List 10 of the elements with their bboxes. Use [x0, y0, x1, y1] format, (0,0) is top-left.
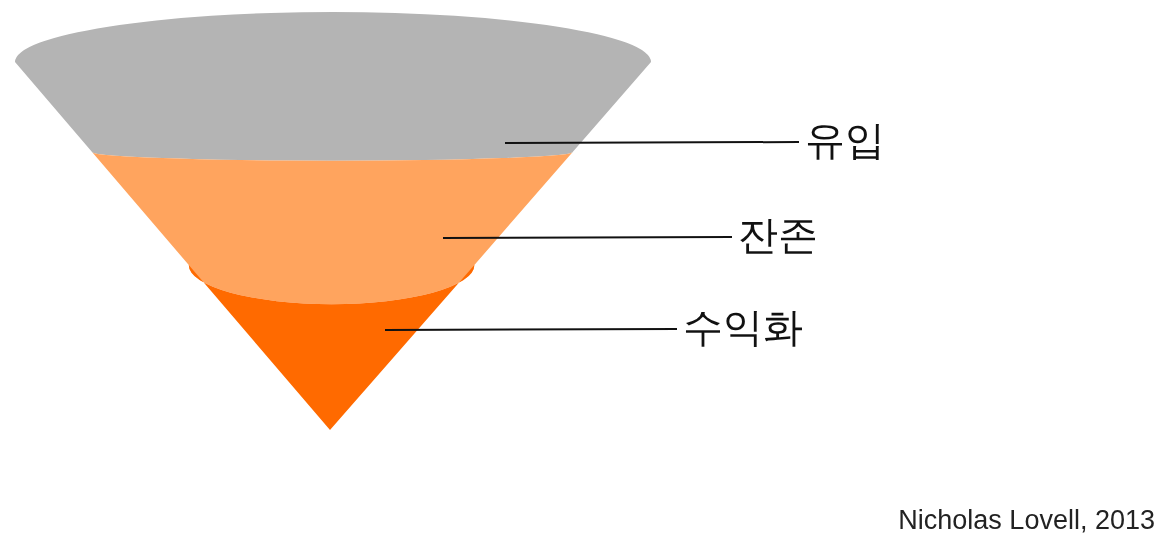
stage-label: 유입: [805, 120, 885, 160]
stage-label: 수익화: [683, 307, 803, 347]
leader-line: [442, 236, 733, 239]
funnel-top-band: [15, 12, 651, 161]
leader-line: [504, 141, 800, 144]
leader-line: [384, 328, 678, 331]
funnel-bottom-cone: [188, 265, 475, 430]
funnel-middle-band: [92, 152, 573, 305]
source-caption: Nicholas Lovell, 2013: [898, 505, 1155, 536]
stage-label: 잔존: [738, 215, 818, 255]
